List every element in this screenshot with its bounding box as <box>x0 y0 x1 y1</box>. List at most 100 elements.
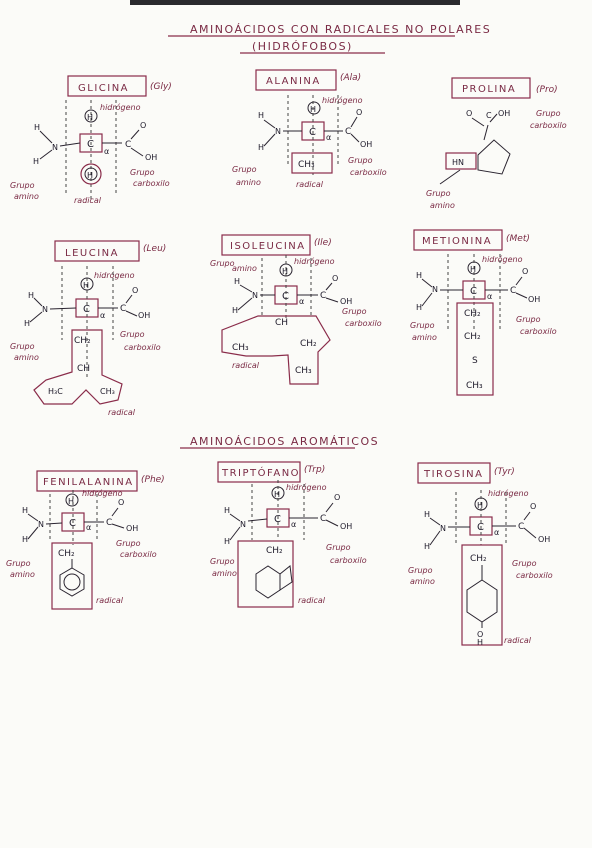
label: radical <box>296 180 324 189</box>
label: CH₃ <box>466 381 483 391</box>
label: Grupo <box>536 109 561 118</box>
label: H <box>87 113 93 122</box>
label: CH₂ <box>74 336 91 346</box>
label: hidrógeno <box>82 488 123 498</box>
label: H <box>424 510 430 519</box>
label: CH₂ <box>266 546 283 556</box>
label: H <box>416 303 422 312</box>
amino-acid-name: TRIPTÓFANO <box>221 466 300 479</box>
label: C <box>106 518 112 528</box>
label: H <box>232 306 238 315</box>
label: N <box>42 305 48 314</box>
label: OH <box>360 140 372 149</box>
label: C <box>320 291 326 301</box>
page-subtitle: (HIDRÓFOBOS) <box>252 40 353 53</box>
label: CH₃ <box>100 387 115 396</box>
label: CH₂ <box>464 332 481 342</box>
amino-acid-name: METIONINA <box>422 236 492 247</box>
label: carboxilo <box>330 556 367 565</box>
label: N <box>252 291 258 300</box>
label: H <box>33 157 39 166</box>
label: amino <box>212 569 237 578</box>
label: radical <box>108 408 136 417</box>
label: hidrógeno <box>94 270 135 280</box>
amino-acid-name: ISOLEUCINA <box>230 241 306 252</box>
label: H <box>22 506 28 515</box>
alanina-diagram: ALANINA (Ala) H hidrógeno C α CH₃ H N H … <box>232 69 387 189</box>
label: Grupo <box>326 543 351 552</box>
label: Grupo <box>130 168 155 177</box>
label: O <box>118 498 124 507</box>
label: H <box>234 277 240 286</box>
amino-acid-abbr: (Ile) <box>314 238 332 248</box>
amino-acid-name: PROLINA <box>462 84 516 95</box>
label: radical <box>232 361 260 370</box>
label: OH <box>498 109 510 118</box>
label: CH₃ <box>232 343 249 353</box>
label: N <box>275 127 281 136</box>
label: Grupo <box>516 315 541 324</box>
label: HN <box>452 158 464 167</box>
label: OH <box>538 535 550 544</box>
label: C <box>125 140 131 150</box>
label: Grupo <box>6 559 31 568</box>
label: H <box>24 319 30 328</box>
label: O <box>334 493 340 502</box>
label: Grupo <box>348 156 373 165</box>
label: radical <box>96 596 124 605</box>
binder-clip <box>130 0 460 5</box>
label: radical <box>504 636 532 645</box>
label: carboxilo <box>120 550 157 559</box>
label: H <box>224 506 230 515</box>
label: CH <box>275 318 288 328</box>
label: OH <box>145 153 157 162</box>
label: O <box>332 274 338 283</box>
leucina-diagram: LEUCINA (Leu) H hidrógeno C α CH₂ CH H₃C… <box>10 240 166 417</box>
label: Grupo <box>342 307 367 316</box>
label: Grupo <box>512 559 537 568</box>
label: hidrógeno <box>322 95 363 105</box>
label: H <box>416 271 422 280</box>
label: O <box>477 630 483 639</box>
label: H <box>68 497 74 506</box>
label: H <box>224 537 230 546</box>
label: H <box>258 143 264 152</box>
label: α <box>100 311 105 320</box>
label: O <box>132 286 138 295</box>
label: carboxilo <box>350 168 387 177</box>
label: CH <box>77 364 90 374</box>
label: CH₂ <box>470 554 487 564</box>
label: Grupo <box>120 330 145 339</box>
label: O <box>522 267 528 276</box>
amino-acid-abbr: (Phe) <box>141 475 165 485</box>
page-title: AMINOÁCIDOS CON RADICALES NO POLARES <box>190 23 491 36</box>
label: α <box>494 528 499 537</box>
label: carboxilo <box>520 327 557 336</box>
label: H <box>477 501 483 510</box>
tirosina-diagram: TIROSINA (Tyr) H hidrógeno C α CH₂ O H H… <box>408 462 553 647</box>
prolina-diagram: PROLINA (Pro) O C OH Grupo carboxilo HN … <box>426 77 567 210</box>
label: α <box>291 520 296 529</box>
label: H₃C <box>48 387 63 396</box>
amino-acid-abbr: (Gly) <box>150 82 172 92</box>
label: O <box>140 121 146 130</box>
label: N <box>52 143 58 152</box>
label: carboxilo <box>124 343 161 352</box>
label: H <box>424 542 430 551</box>
label: Grupo <box>210 259 235 268</box>
label: hidrógeno <box>286 482 327 492</box>
label: CH₂ <box>464 309 481 319</box>
label: H <box>470 265 476 274</box>
label: O <box>530 502 536 511</box>
section-title-aromatic: AMINOÁCIDOS AROMÁTICOS <box>190 435 379 448</box>
label: H <box>34 123 40 132</box>
label: N <box>432 285 438 294</box>
amino-acid-abbr: (Tyr) <box>494 467 515 477</box>
amino-acid-name: FENILALANINA <box>43 477 134 488</box>
label: radical <box>298 596 326 605</box>
label: α <box>86 523 91 532</box>
label: Grupo <box>408 566 433 575</box>
amino-acid-abbr: (Leu) <box>143 244 166 254</box>
label: α <box>487 292 492 301</box>
